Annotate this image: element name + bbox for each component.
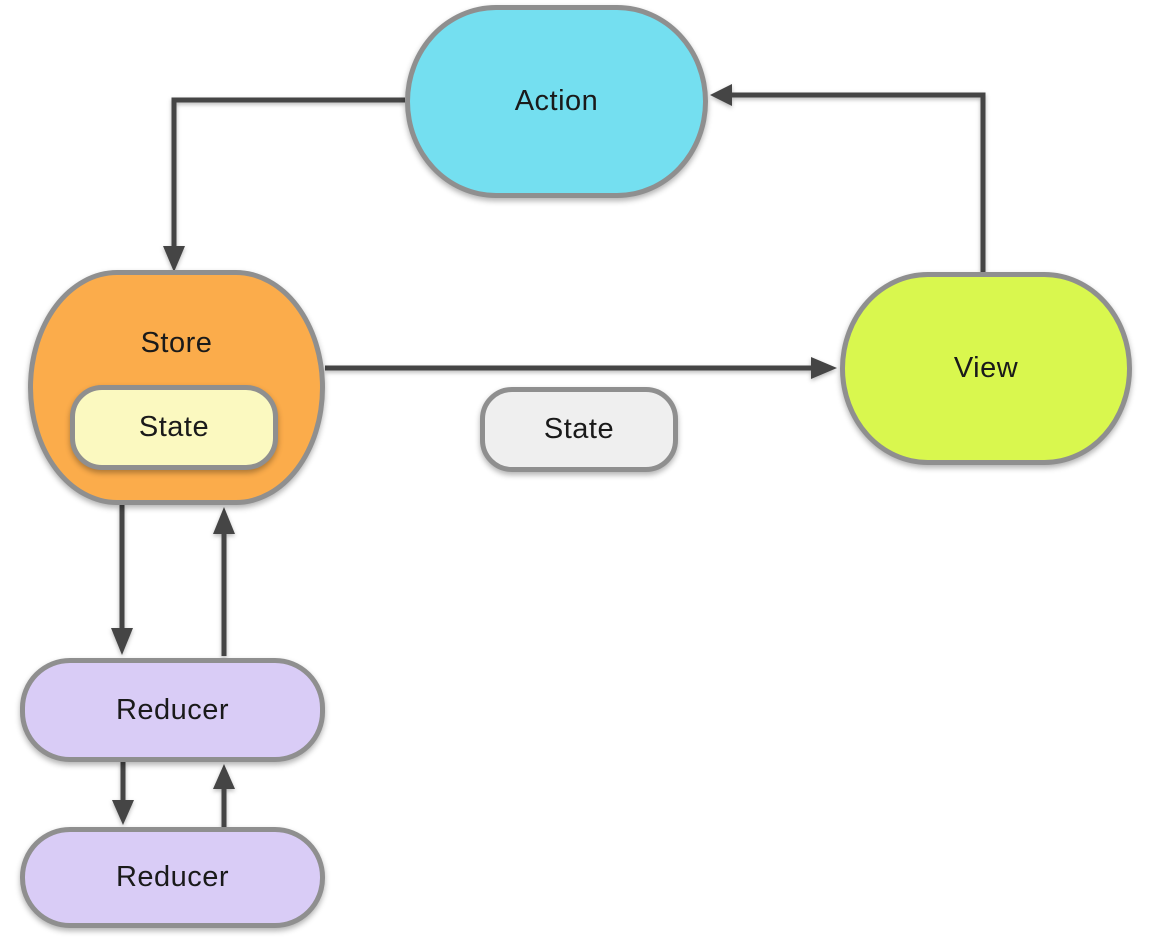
arrow-reducer1-to-reducer2	[112, 762, 134, 825]
store-state-label: State	[138, 411, 210, 443]
arrow-reducer2-to-reducer1	[213, 764, 235, 827]
arrow-reducer-to-store	[213, 507, 235, 656]
state-node: State	[480, 387, 678, 472]
arrow-store-to-reducer	[111, 505, 133, 655]
action-node: Action	[405, 5, 708, 198]
view-node: View	[840, 272, 1132, 465]
reducer-2-label: Reducer	[115, 861, 230, 893]
arrow-view-to-action	[710, 84, 986, 272]
store-state-node: State	[70, 385, 278, 470]
reducer-node-1: Reducer	[20, 658, 325, 762]
view-label: View	[953, 352, 1019, 384]
reducer-1-label: Reducer	[115, 693, 230, 726]
action-label: Action	[514, 85, 599, 117]
arrow-store-to-view	[325, 357, 837, 379]
reducer-node-2: Reducer	[20, 827, 325, 928]
arrow-action-to-store	[163, 97, 405, 272]
store-node: Store State	[28, 270, 325, 505]
store-label: Store	[140, 327, 213, 359]
state-label: State	[543, 413, 615, 445]
